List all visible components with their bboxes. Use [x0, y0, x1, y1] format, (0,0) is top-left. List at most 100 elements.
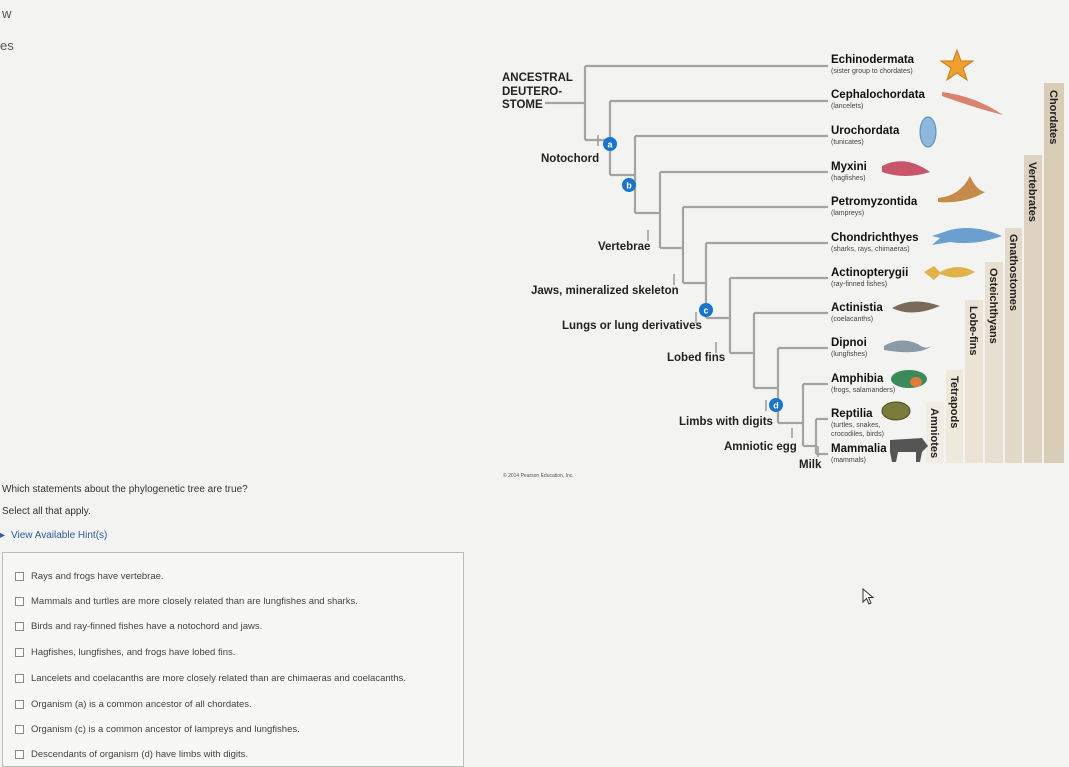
bar-label-vertebrates: Vertebrates: [1026, 162, 1038, 222]
svg-text:Urochordata: Urochordata: [831, 125, 900, 137]
lamprey-icon: [938, 176, 985, 203]
svg-text:c: c: [703, 306, 708, 316]
ray-finned-fish-icon: [924, 266, 975, 280]
trait-jaws: Jaws, mineralized skeleton: [531, 285, 679, 297]
taxon-petromyzontida: Petromyzontida (lampreys): [831, 196, 918, 217]
svg-text:(sharks, rays, chimaeras): (sharks, rays, chimaeras): [831, 246, 910, 253]
bar-chordates: [1044, 83, 1064, 463]
taxon-chondrichthyes: Chondrichthyes (sharks, rays, chimaeras): [831, 232, 919, 253]
node-marker-a: a: [603, 137, 617, 151]
left-edge-fragment-2: es: [0, 38, 14, 53]
option-label: Descendants of organism (d) have limbs w…: [31, 749, 249, 760]
option-checkbox[interactable]: [15, 725, 24, 734]
root-label-line-3: STOME: [502, 99, 543, 111]
bar-lobefins: [965, 300, 983, 463]
lungfish-icon: [884, 340, 932, 353]
option-2[interactable]: Mammals and turtles are more closely rel…: [15, 596, 358, 607]
tree-branches: [545, 64, 828, 456]
taxon-dipnoi: Dipnoi (lungfishes): [831, 337, 867, 358]
bar-tetrapods: [946, 370, 963, 463]
option-checkbox[interactable]: [15, 572, 24, 581]
option-3[interactable]: Birds and ray-finned fishes have a notoc…: [15, 621, 262, 632]
taxon-echinodermata: Echinodermata (sister group to chordates…: [831, 54, 915, 75]
option-8[interactable]: Descendants of organism (d) have limbs w…: [15, 749, 248, 760]
coelacanth-icon: [892, 301, 940, 313]
svg-text:Mammalia: Mammalia: [831, 443, 887, 455]
option-label: Organism (a) is a common ancestor of all…: [31, 699, 252, 710]
svg-text:b: b: [626, 181, 632, 191]
taxon-cephalochordata: Cephalochordata (lancelets): [831, 89, 926, 110]
bar-label-osteichthyans: Osteichthyans: [987, 268, 999, 344]
option-label: Organism (c) is a common ancestor of lam…: [31, 724, 300, 735]
bar-osteichthyans: [985, 262, 1003, 463]
option-6[interactable]: Organism (a) is a common ancestor of all…: [15, 699, 252, 710]
svg-text:(lancelets): (lancelets): [831, 103, 863, 110]
copyright-text: © 2014 Pearson Education, Inc.: [503, 472, 574, 479]
view-hints-link[interactable]: ▸ View Available Hint(s): [0, 530, 107, 541]
option-checkbox[interactable]: [15, 648, 24, 657]
option-checkbox[interactable]: [15, 674, 24, 683]
svg-text:(mammals): (mammals): [831, 457, 866, 464]
bar-label-gnathostomes: Gnathostomes: [1007, 234, 1019, 311]
taxon-mammalia: Mammalia (mammals): [831, 443, 887, 464]
answer-options-box: Rays and frogs have vertebrae. Mammals a…: [2, 552, 464, 767]
svg-text:Petromyzontida: Petromyzontida: [831, 196, 918, 208]
bar-gnathostomes: [1005, 228, 1022, 463]
option-label: Hagfishes, lungfishes, and frogs have lo…: [31, 647, 236, 658]
option-1[interactable]: Rays and frogs have vertebrae.: [15, 571, 164, 582]
svg-text:(sister group to chordates): (sister group to chordates): [831, 68, 913, 75]
phylogenetic-tree-figure: Chordates Vertebrates Gnathostomes Ostei…: [502, 48, 1064, 479]
option-label: Mammals and turtles are more closely rel…: [31, 596, 358, 607]
svg-text:Echinodermata: Echinodermata: [831, 54, 915, 66]
trait-ticks: [597, 135, 819, 457]
trait-milk: Milk: [799, 459, 822, 471]
option-7[interactable]: Organism (c) is a common ancestor of lam…: [15, 724, 300, 735]
node-marker-b: b: [622, 178, 636, 192]
root-label-line-2: DEUTERO-: [502, 86, 562, 98]
svg-text:Chondrichthyes: Chondrichthyes: [831, 232, 919, 244]
caret-right-icon: ▸: [0, 530, 6, 541]
node-marker-d: d: [769, 398, 783, 412]
svg-text:(lungfishes): (lungfishes): [831, 351, 867, 358]
trait-limbs: Limbs with digits: [679, 416, 773, 428]
bar-label-lobefins: Lobe-fins: [967, 306, 979, 356]
option-4[interactable]: Hagfishes, lungfishes, and frogs have lo…: [15, 647, 235, 658]
option-checkbox[interactable]: [15, 597, 24, 606]
option-5[interactable]: Lancelets and coelacanths are more close…: [15, 673, 406, 684]
view-hints-label: View Available Hint(s): [11, 530, 108, 541]
trait-vertebrae: Vertebrae: [598, 241, 650, 253]
taxon-reptilia: Reptilia (turtles, snakes, crocodiles, b…: [831, 408, 884, 438]
left-edge-fragment-1: w: [2, 6, 12, 21]
wildebeest-icon: [890, 438, 928, 462]
svg-text:(ray-finned fishes): (ray-finned fishes): [831, 281, 887, 288]
svg-text:crocodiles, birds): crocodiles, birds): [831, 431, 884, 438]
svg-text:Amphibia: Amphibia: [831, 373, 884, 385]
svg-text:a: a: [607, 140, 613, 150]
svg-text:(coelacanths): (coelacanths): [831, 316, 873, 323]
svg-text:(hagfishes): (hagfishes): [831, 175, 866, 182]
trait-lungs: Lungs or lung derivatives: [562, 320, 702, 332]
bar-label-chordates: Chordates: [1047, 90, 1059, 144]
svg-text:d: d: [773, 401, 779, 411]
lancelet-icon: [942, 92, 1003, 115]
taxon-actinopterygii: Actinopterygii (ray-finned fishes): [831, 267, 908, 288]
svg-text:(frogs, salamanders): (frogs, salamanders): [831, 387, 895, 394]
svg-text:Actinistia: Actinistia: [831, 302, 883, 314]
option-checkbox[interactable]: [15, 622, 24, 631]
option-checkbox[interactable]: [15, 750, 24, 759]
option-checkbox[interactable]: [15, 700, 24, 709]
svg-text:Dipnoi: Dipnoi: [831, 337, 867, 349]
tunicate-icon: [919, 116, 937, 148]
bar-vertebrates: [1024, 155, 1042, 463]
svg-text:Reptilia: Reptilia: [831, 408, 873, 420]
starfish-icon: [939, 48, 975, 82]
svg-text:(turtles, snakes,: (turtles, snakes,: [831, 422, 880, 429]
turtle-icon: [881, 401, 911, 421]
node-marker-c: c: [699, 303, 713, 317]
bar-amniotes: [926, 402, 944, 463]
taxon-actinistia: Actinistia (coelacanths): [831, 302, 883, 323]
svg-text:(lampreys): (lampreys): [831, 210, 864, 217]
root-label-line-1: ANCESTRAL: [502, 72, 573, 84]
question-prompt: Which statements about the phylogenetic …: [2, 484, 248, 495]
svg-text:Actinopterygii: Actinopterygii: [831, 267, 908, 279]
